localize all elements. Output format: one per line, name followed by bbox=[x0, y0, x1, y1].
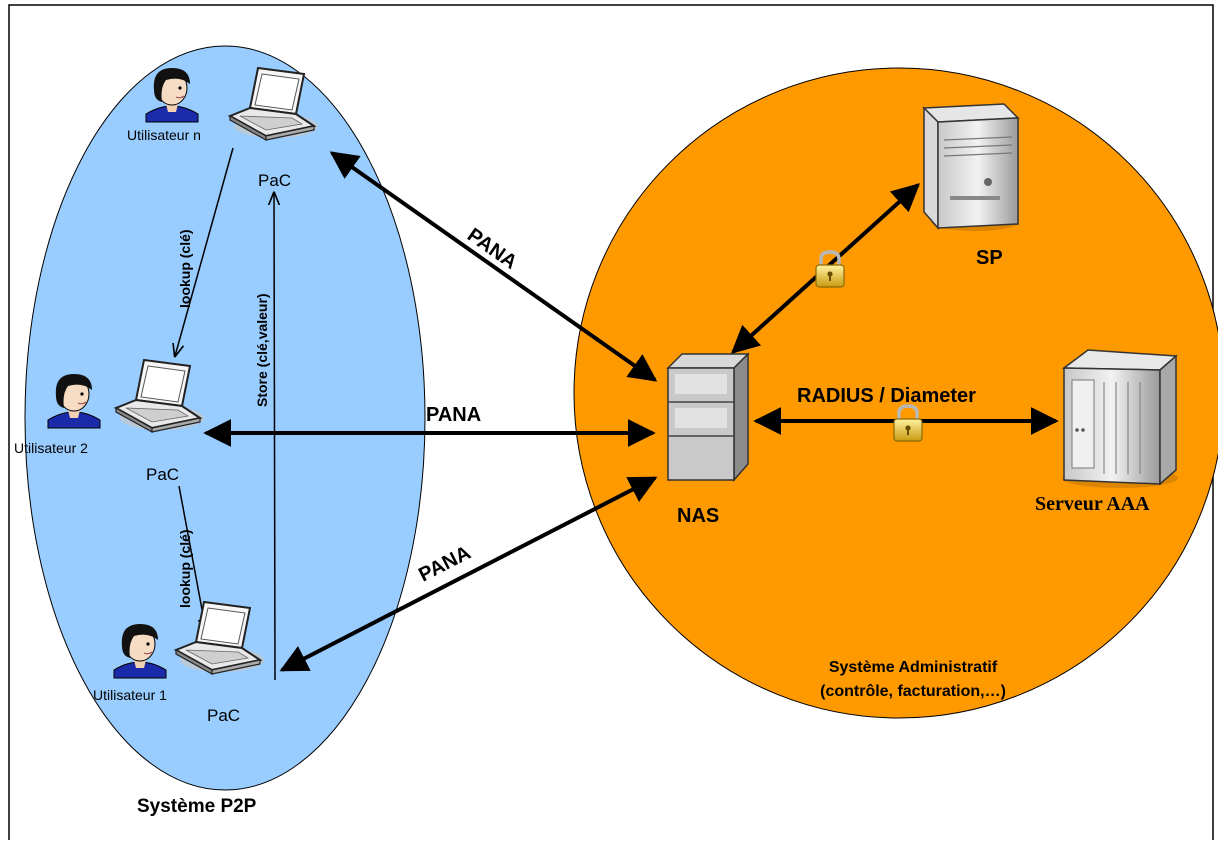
nas-label: NAS bbox=[677, 505, 719, 527]
aaa-server-icon bbox=[1061, 349, 1178, 488]
lookup-bottom-label: lookup (clé) bbox=[177, 529, 193, 608]
pana-bottom-label: PANA bbox=[415, 542, 474, 587]
admin-system-title: Système Administratif bbox=[829, 659, 998, 676]
user-2-device-label: PaC bbox=[146, 465, 179, 484]
user-n-device-label: PaC bbox=[258, 171, 291, 190]
pana-middle-label: PANA bbox=[426, 404, 481, 426]
store-arrow bbox=[274, 193, 275, 681]
user-2-label: Utilisateur 2 bbox=[14, 440, 88, 456]
user-n-label: Utilisateur n bbox=[127, 127, 201, 143]
pana-link-user-1 bbox=[279, 476, 658, 672]
user-1-label: Utilisateur 1 bbox=[93, 687, 167, 703]
lookup-arrow-bottom bbox=[178, 485, 206, 631]
sp-label: SP bbox=[976, 247, 1003, 269]
aaa-server-label: Serveur AAA bbox=[1035, 493, 1150, 515]
user-1-device-label: PaC bbox=[207, 706, 240, 725]
pana-link-user-n bbox=[329, 151, 658, 382]
store-label: Store (clé,valeur) bbox=[254, 293, 270, 407]
lookup-arrow-top bbox=[175, 147, 234, 356]
p2p-system-title: Système P2P bbox=[137, 796, 257, 817]
radius-diameter-label: RADIUS / Diameter bbox=[797, 385, 976, 407]
sp-server-icon bbox=[922, 103, 1020, 231]
lookup-top-label: lookup (clé) bbox=[177, 229, 193, 308]
nas-server-icon bbox=[666, 352, 750, 482]
admin-system-subtitle: (contrôle, facturation,…) bbox=[820, 683, 1006, 700]
